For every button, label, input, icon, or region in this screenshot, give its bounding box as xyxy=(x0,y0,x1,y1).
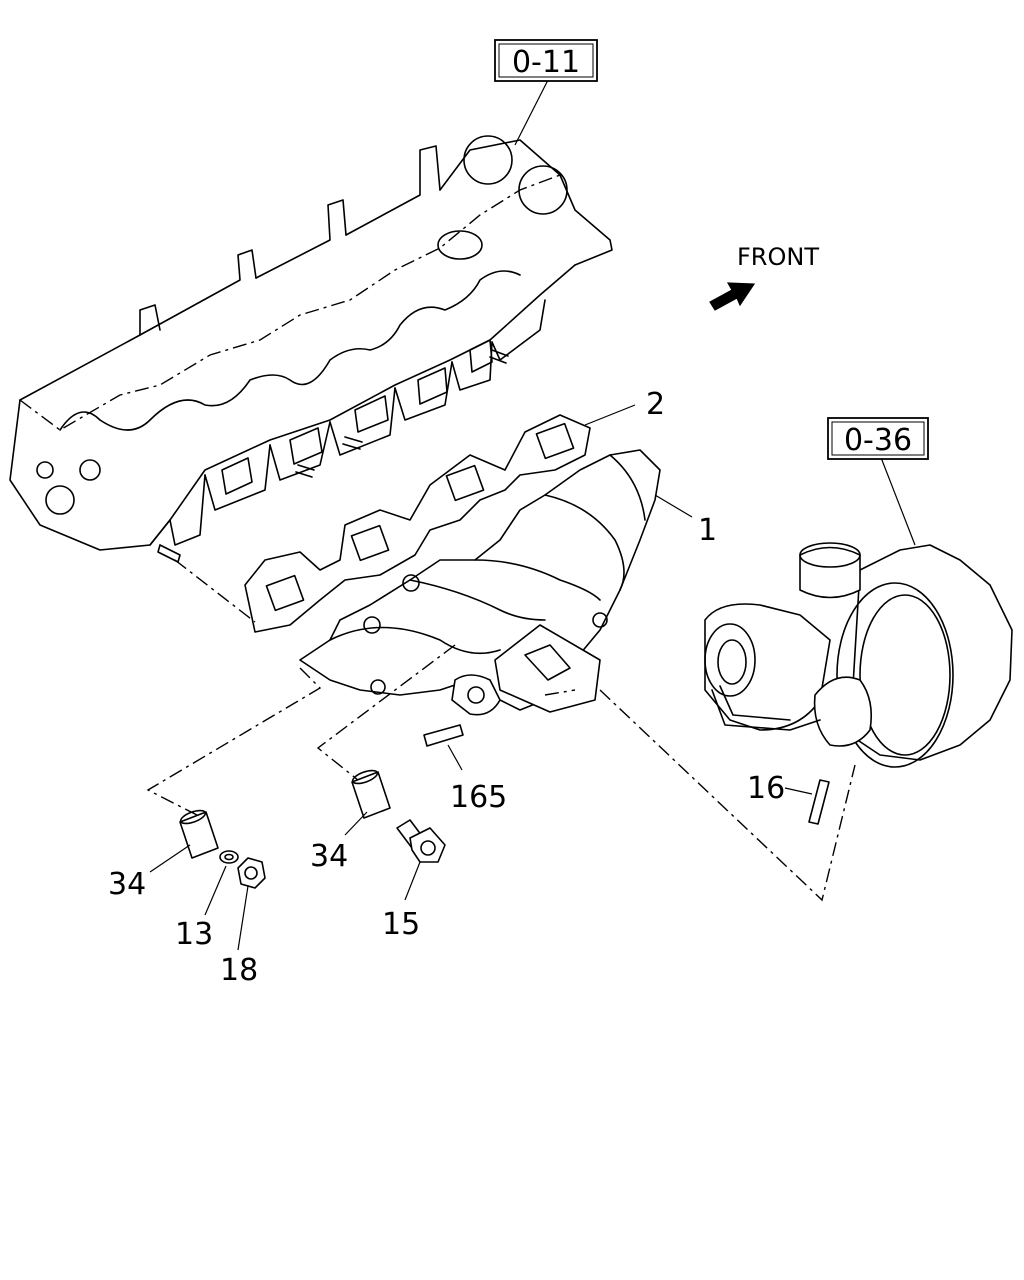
washer-13-drawing xyxy=(219,850,239,864)
sleeve-34-right-drawing xyxy=(351,769,391,819)
callout-bolt: 15 xyxy=(382,907,420,942)
callout-stud-16: 16 xyxy=(747,771,785,806)
callout-sleeve-right: 34 xyxy=(310,839,348,874)
gasket-drawing xyxy=(244,414,591,633)
front-arrow-icon xyxy=(709,282,756,311)
callout-stud-165: 165 xyxy=(450,780,507,815)
leader-lines xyxy=(149,79,916,951)
callout-sleeve-left: 34 xyxy=(108,867,146,902)
stud-165-drawing xyxy=(423,724,464,747)
stud-16-drawing xyxy=(808,779,830,825)
assembly-lines xyxy=(146,559,856,902)
reference-turbo-label: 0-36 xyxy=(844,423,912,458)
reference-box-head[interactable]: 0-11 xyxy=(494,39,598,82)
sleeve-34-left-drawing xyxy=(179,809,219,859)
cylinder-head-drawing xyxy=(9,135,613,563)
callout-gasket: 2 xyxy=(646,387,665,422)
nut-18-drawing xyxy=(237,857,266,889)
front-label: FRONT xyxy=(737,243,819,271)
reference-head-label: 0-11 xyxy=(512,45,580,80)
exhaust-manifold-drawing xyxy=(299,449,661,716)
bolt-15-drawing xyxy=(396,819,446,863)
callouts: 2 1 165 16 34 34 13 18 15 xyxy=(108,387,785,988)
front-arrow: FRONT xyxy=(709,243,819,311)
callout-washer: 13 xyxy=(175,917,213,952)
callout-nut: 18 xyxy=(220,953,258,988)
reference-box-turbo[interactable]: 0-36 xyxy=(827,417,929,460)
callout-manifold: 1 xyxy=(698,513,717,548)
turbocharger-drawing xyxy=(704,542,1013,768)
